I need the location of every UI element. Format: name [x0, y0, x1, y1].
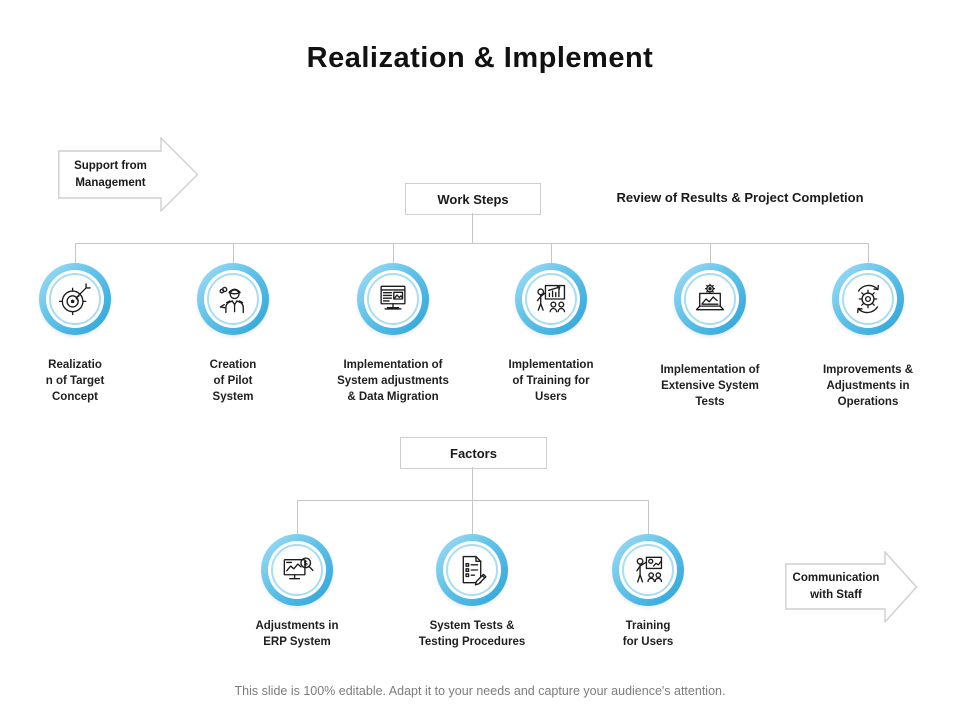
- node-label: System Tests & Testing Procedures: [418, 620, 526, 648]
- page-title: Realization & Implement: [306, 42, 654, 74]
- factors-label: Factors: [450, 445, 497, 461]
- svg-text:$: $: [303, 559, 308, 567]
- checklist-pencil-icon: [462, 555, 487, 586]
- node-circle: [357, 263, 429, 335]
- work-step-node-1: [39, 263, 111, 335]
- node-circle: [612, 534, 684, 606]
- factors-box: Factors: [400, 437, 547, 469]
- node-label: Implementation of Training for Users: [508, 359, 594, 403]
- node-circle: [515, 263, 587, 335]
- target-dart-icon: [58, 283, 91, 316]
- node-label: Realizatio n of Target Concept: [45, 359, 105, 403]
- work-step-node-4: [515, 263, 587, 335]
- node-circle: $: [261, 534, 333, 606]
- work-step-node-5: [674, 263, 746, 335]
- node-label: Creation of Pilot System: [209, 359, 257, 403]
- connector-line: [472, 213, 473, 243]
- work-step-node-2: [197, 263, 269, 335]
- communication-staff-label: Communication with Staff: [792, 571, 880, 601]
- node-label: Improvements & Adjustments in Operations: [822, 364, 914, 408]
- node-circle: [436, 534, 508, 606]
- work-step-node-3: [357, 263, 429, 335]
- support-management-banner: Support from Management: [58, 137, 199, 212]
- review-results-label: Review of Results & Project Completion: [616, 190, 864, 205]
- connector-line: [472, 500, 473, 534]
- monitor-document-icon: [380, 285, 406, 310]
- node-circle: [832, 263, 904, 335]
- connector-line: [233, 243, 234, 263]
- node-circle: [39, 263, 111, 335]
- communication-staff-banner: Communication with Staff: [785, 551, 918, 623]
- connector-line: [868, 243, 869, 263]
- presentation-training-icon: [536, 284, 566, 313]
- connector-line: [297, 500, 298, 534]
- right-arrow-shape: [785, 551, 918, 623]
- node-label: Adjustments in ERP System: [255, 620, 339, 648]
- work-step-node-6: [832, 263, 904, 335]
- right-arrow-shape: [58, 137, 199, 212]
- factor-node-2: [436, 534, 508, 606]
- connector-line: [393, 243, 394, 263]
- node-label: Implementation of System adjustments & D…: [337, 359, 449, 403]
- node-circle: [197, 263, 269, 335]
- connector-line: [297, 500, 649, 501]
- work-steps-box: Work Steps: [405, 183, 541, 215]
- connector-line: [710, 243, 711, 263]
- gear-sync-icon: [857, 284, 879, 314]
- monitor-search-icon: $: [283, 557, 314, 580]
- connector-line: [648, 500, 649, 534]
- factor-node-1: $: [261, 534, 333, 606]
- node-label: Training for Users: [622, 620, 674, 648]
- connector-line: [75, 243, 76, 263]
- work-steps-label: Work Steps: [437, 191, 509, 207]
- node-circle: [674, 263, 746, 335]
- laptop-gear-chart-icon: [695, 283, 725, 311]
- pilot-person-icon: [219, 286, 244, 314]
- node-label: Implementation of Extensive System Tests: [660, 364, 760, 408]
- connector-line: [551, 243, 552, 263]
- trainer-board-icon: [636, 556, 663, 583]
- footer-note: This slide is 100% editable. Adapt it to…: [234, 684, 726, 698]
- connector-line: [75, 243, 869, 244]
- factor-node-3: [612, 534, 684, 606]
- connector-line: [472, 467, 473, 500]
- support-management-label: Support from Management: [74, 159, 147, 189]
